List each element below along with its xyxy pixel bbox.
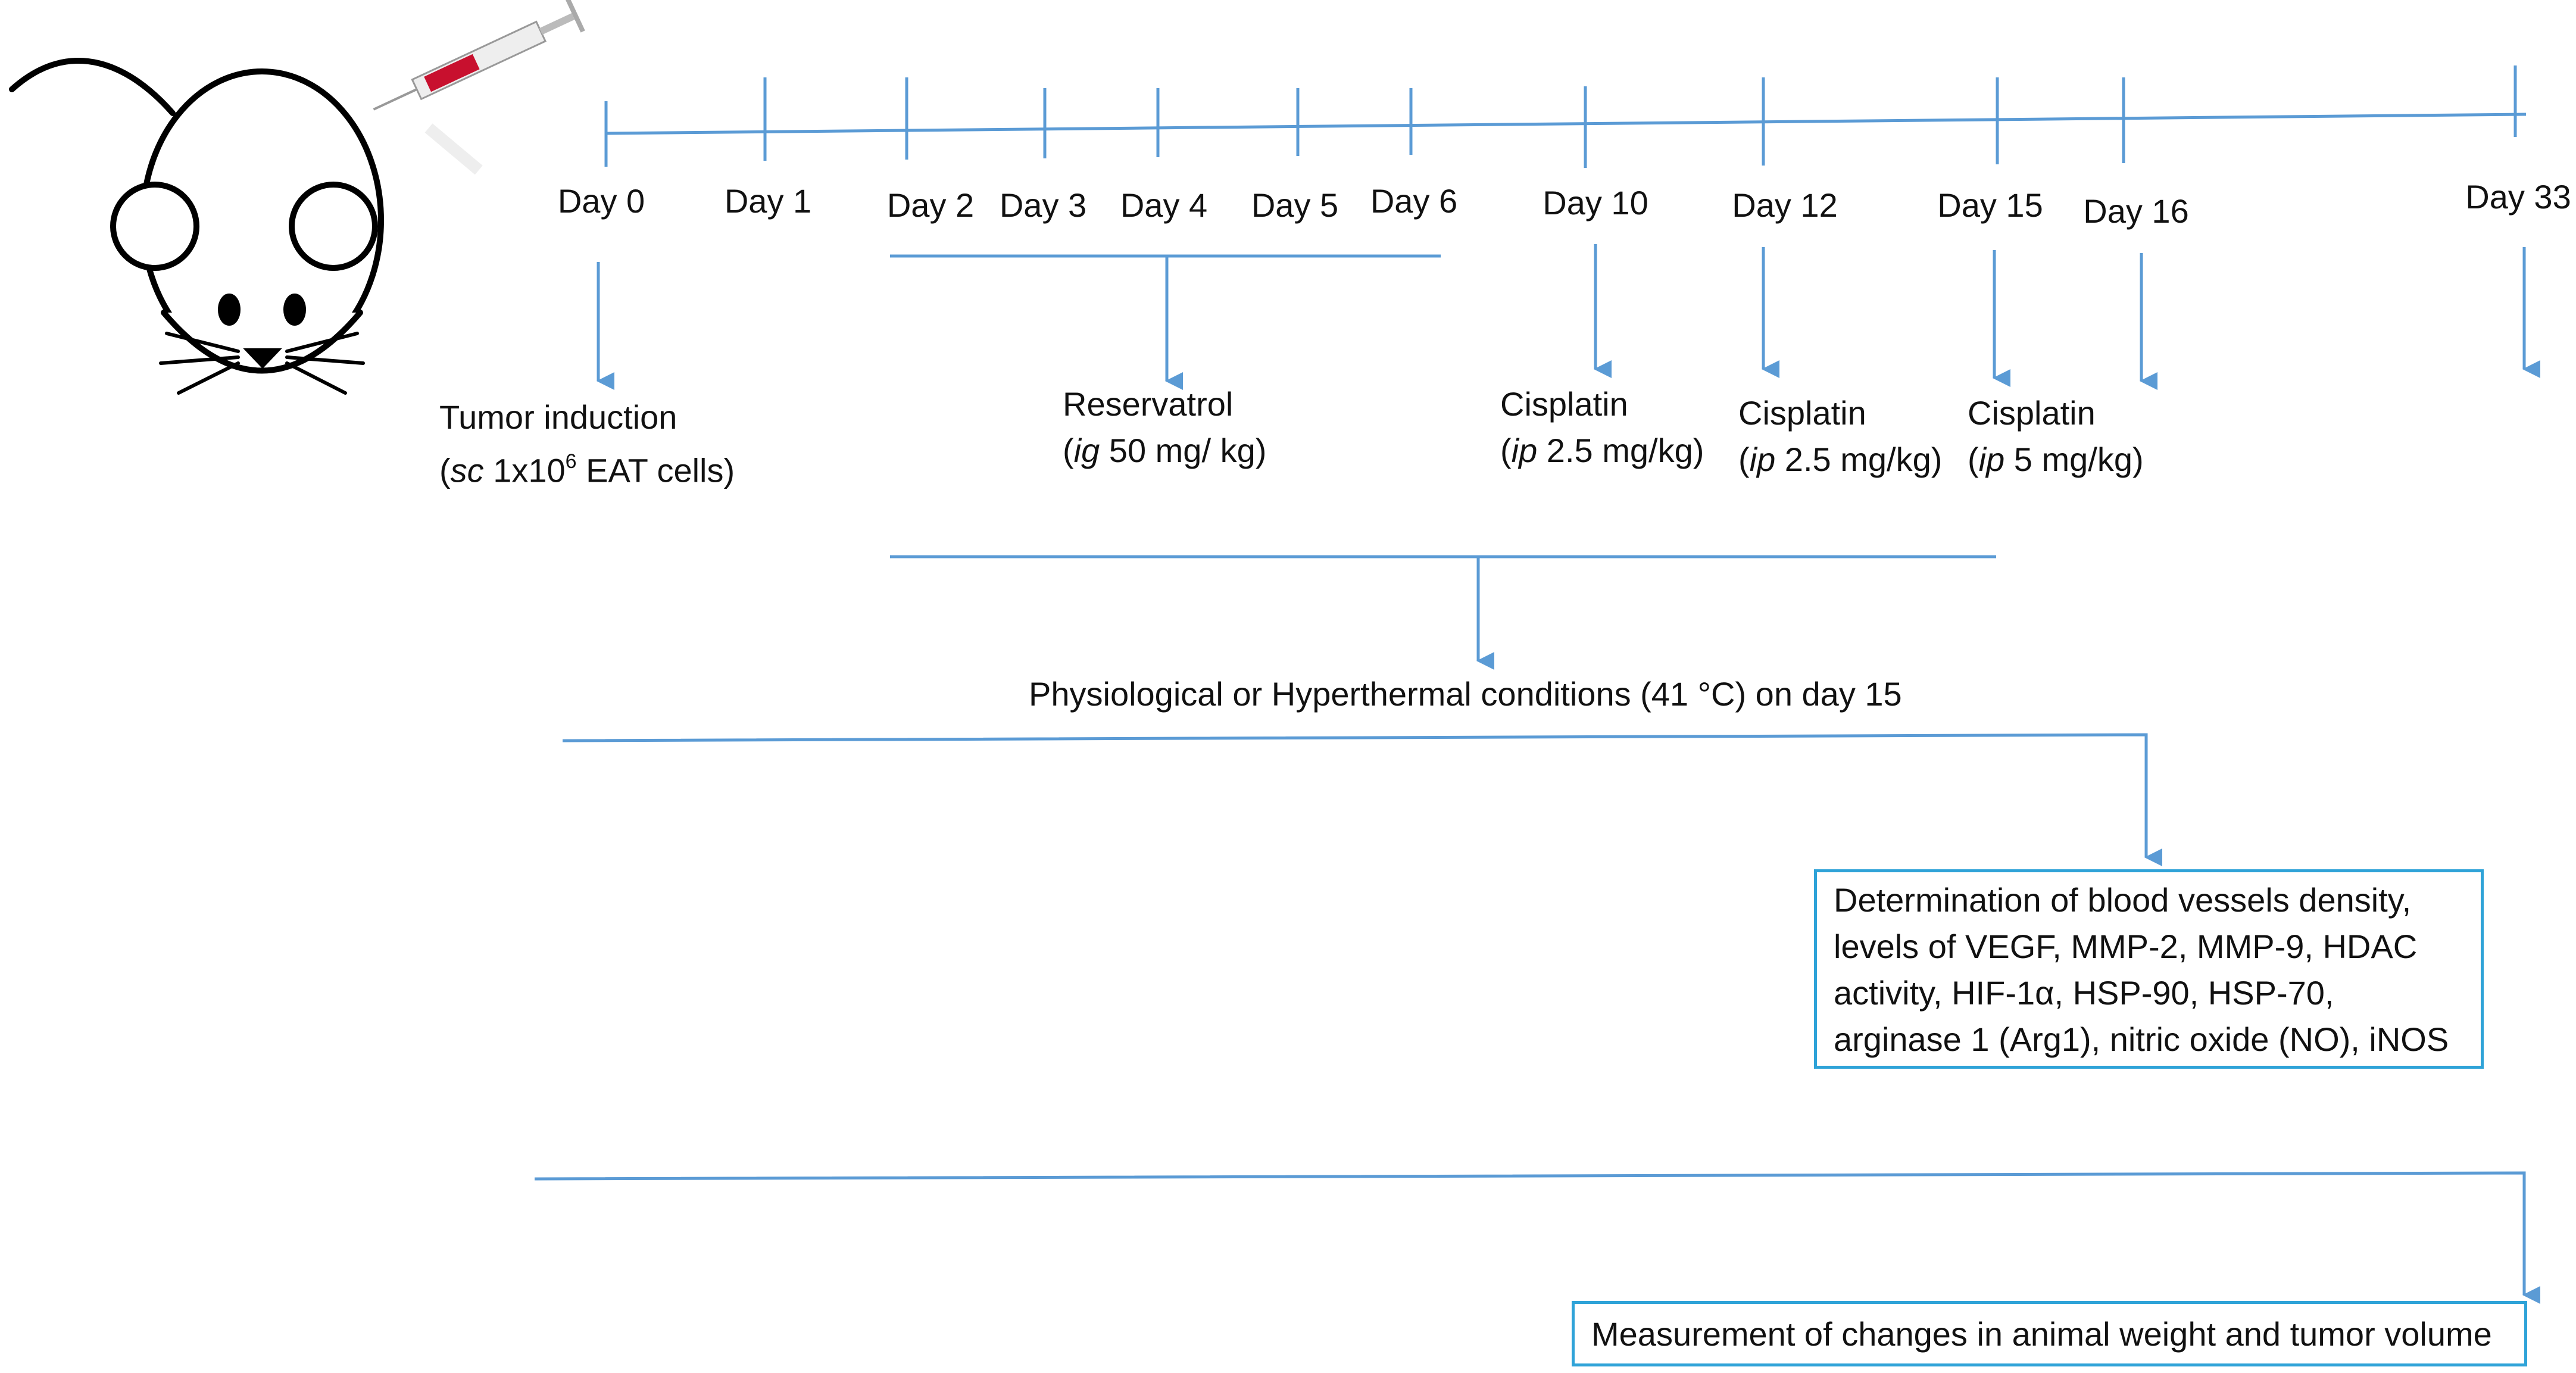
- determination-line: arginase 1 (Arg1), nitric oxide (NO), iN…: [1834, 1021, 2449, 1058]
- cisplatin-dose: 2.5 mg/kg): [1775, 441, 1943, 478]
- day-label: Day 10: [1543, 184, 1648, 221]
- cisplatin-title: Cisplatin: [1968, 394, 2096, 432]
- mouse-icon: [9, 58, 384, 395]
- determination-box: Determination of blood vessels density, …: [1814, 869, 2484, 1069]
- day-label: Day 33: [2465, 178, 2571, 216]
- cisplatin-route: ip: [1749, 441, 1776, 478]
- tumor-dose-exponent: 6: [565, 450, 577, 473]
- day-label: Day 3: [999, 186, 1087, 224]
- resveratrol-label: Reservatrol (ig 50 mg/ kg): [1063, 385, 1267, 469]
- day-label: Day 15: [1937, 186, 2043, 224]
- cisplatin-route: ip: [1978, 441, 2005, 478]
- syringe-icon: [373, 0, 585, 111]
- day-label: Day 16: [2083, 192, 2189, 230]
- cisplatin-dose: 5 mg/kg): [2004, 441, 2144, 478]
- day-label: Day 5: [1251, 186, 1339, 224]
- connector-determination: [562, 733, 2162, 866]
- tumor-route: sc: [450, 451, 484, 489]
- cisplatin-title: Cisplatin: [1500, 385, 1628, 423]
- day-label: Day 2: [886, 186, 975, 224]
- resveratrol-route: ig: [1073, 432, 1100, 469]
- determination-line: Determination of blood vessels density,: [1834, 881, 2412, 919]
- day-label: Day 4: [1120, 186, 1208, 224]
- cisplatin-title: Cisplatin: [1738, 394, 1866, 432]
- tumor-cells: EAT cells): [576, 451, 735, 489]
- day-label: Day 1: [724, 182, 812, 220]
- conditions-label: Physiological or Hyperthermal conditions…: [1029, 675, 1902, 713]
- determination-line: activity, HIF-1α, HSP-90, HSP-70,: [1834, 974, 2334, 1012]
- connector-measurement: [534, 1171, 2540, 1304]
- cisplatin-day15-label: Cisplatin (ip 5 mg/kg): [1968, 394, 2144, 478]
- cisplatin-route: ip: [1511, 432, 1538, 469]
- resveratrol-dose: 50 mg/ kg): [1100, 432, 1267, 469]
- day-label: Day 12: [1732, 186, 1838, 224]
- day-label: Day 6: [1370, 182, 1458, 220]
- resveratrol-title: Reservatrol: [1063, 385, 1234, 423]
- determination-line: levels of VEGF, MMP-2, MMP-9, HDAC: [1834, 928, 2418, 965]
- timeline-axis: [605, 113, 2527, 135]
- cisplatin-day10-label: Cisplatin (ip 2.5 mg/kg): [1500, 385, 1704, 469]
- tumor-title: Tumor induction: [439, 398, 677, 436]
- tumor-induction-label: Tumor induction (sc 1x106 EAT cells): [439, 398, 735, 489]
- measurement-box: Measurement of changes in animal weight …: [1572, 1301, 2527, 1366]
- cisplatin-dose: 2.5 mg/kg): [1537, 432, 1704, 469]
- cisplatin-day12-label: Cisplatin (ip 2.5 mg/kg): [1738, 394, 1943, 478]
- tumor-dose: 1x10: [493, 451, 566, 489]
- day-label: Day 0: [557, 182, 645, 220]
